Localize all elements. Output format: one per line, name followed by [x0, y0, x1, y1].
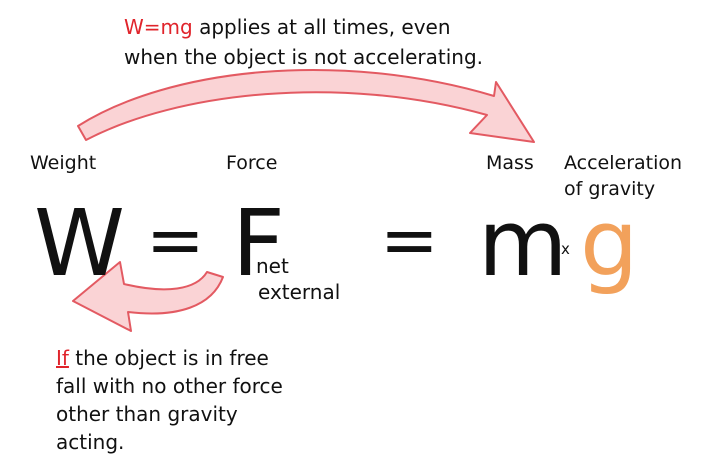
top-curved-arrow — [77, 68, 535, 143]
subscript-external: external — [258, 280, 341, 304]
bottom-curved-arrow — [72, 261, 224, 332]
formula-w-mg: W=mg — [124, 15, 193, 39]
bottom-note-line1: the object is in free — [68, 346, 269, 370]
top-note-line2: when the object is not accelerating. — [124, 45, 484, 69]
mass-label: Mass — [486, 152, 534, 174]
gravity-symbol: g — [580, 190, 639, 297]
weight-label: Weight — [30, 152, 97, 174]
equals-sign-2: = — [380, 199, 439, 281]
bottom-note: If the object is in free fall with no ot… — [56, 344, 283, 456]
multiply-sign: x — [561, 240, 570, 258]
top-note: W=mg applies at all times, even when the… — [124, 12, 483, 72]
mass-symbol: m — [478, 190, 568, 297]
force-symbol: F — [232, 190, 285, 297]
top-note-line1: applies at all times, even — [192, 15, 451, 39]
bottom-note-line4: acting. — [56, 430, 125, 454]
force-label: Force — [226, 152, 278, 174]
equals-sign-1: = — [146, 199, 205, 281]
acceleration-label: Acceleration of gravity — [564, 150, 682, 202]
weight-symbol: W — [34, 190, 125, 297]
subscript-net: net — [256, 254, 289, 278]
acceleration-label-line1: Acceleration — [564, 152, 683, 174]
acceleration-label-line2: of gravity — [564, 178, 656, 200]
if-word: If — [56, 346, 69, 370]
bottom-note-line3: other than gravity — [56, 402, 238, 426]
bottom-note-line2: fall with no other force — [56, 374, 283, 398]
